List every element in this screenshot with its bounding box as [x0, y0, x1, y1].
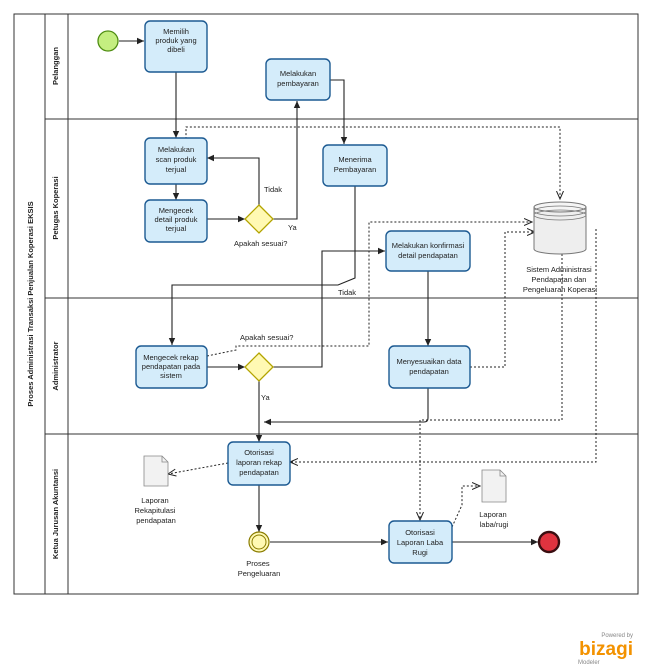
- pool-title: Proses Administrasi Transaksi Penjualan …: [26, 201, 35, 406]
- database-icon[interactable]: [533, 201, 587, 255]
- gateway-apakah-sesuai-1[interactable]: [244, 204, 274, 234]
- document-label-rekap: Laporan Rekapitulasi pendapatan: [135, 496, 178, 525]
- lane-administrator: Administrator: [51, 341, 60, 390]
- flow-label-tidak-2: Tidak: [338, 288, 356, 297]
- lane-ketua-jurusan-akuntansi: Ketua Jurusan Akuntansi: [51, 469, 60, 559]
- modeler-text: Modeler: [578, 660, 600, 666]
- start-event[interactable]: [97, 30, 119, 52]
- database-label: Sistem Administrasi Pendapatan dan Penge…: [523, 265, 598, 294]
- intermediate-event-label: Proses Pengeluaran: [238, 559, 281, 578]
- lane-petugas-koperasi: Petugas Koperasi: [51, 176, 60, 239]
- gateway-2-label: Apakah sesuai?: [240, 333, 293, 342]
- document-icon-rekap[interactable]: [143, 455, 169, 487]
- associations: [168, 126, 597, 528]
- document-icon-laba-rugi[interactable]: [481, 469, 507, 503]
- flow-label-ya-1: Ya: [288, 223, 297, 232]
- document-label-laba-rugi: Laporan laba/rugi: [479, 510, 509, 529]
- lane-separators: [45, 118, 638, 435]
- bizagi-logo: Powered by bizagi Modeler: [578, 633, 633, 666]
- intermediate-event[interactable]: [248, 531, 270, 553]
- powered-by-text: Powered by: [601, 633, 633, 639]
- pool: Proses Administrasi Transaksi Penjualan …: [13, 13, 639, 595]
- flow-label-ya-2: Ya: [261, 393, 270, 402]
- end-event[interactable]: [537, 530, 561, 554]
- lane-pelanggan: Pelanggan: [51, 47, 60, 85]
- bizagi-wordmark: bizagi: [579, 639, 633, 660]
- gateway-1-label: Apakah sesuai?: [234, 239, 287, 248]
- flow-label-tidak-1: Tidak: [264, 185, 282, 194]
- gateway-apakah-sesuai-2[interactable]: [244, 352, 274, 382]
- sequence-flows: [119, 37, 538, 546]
